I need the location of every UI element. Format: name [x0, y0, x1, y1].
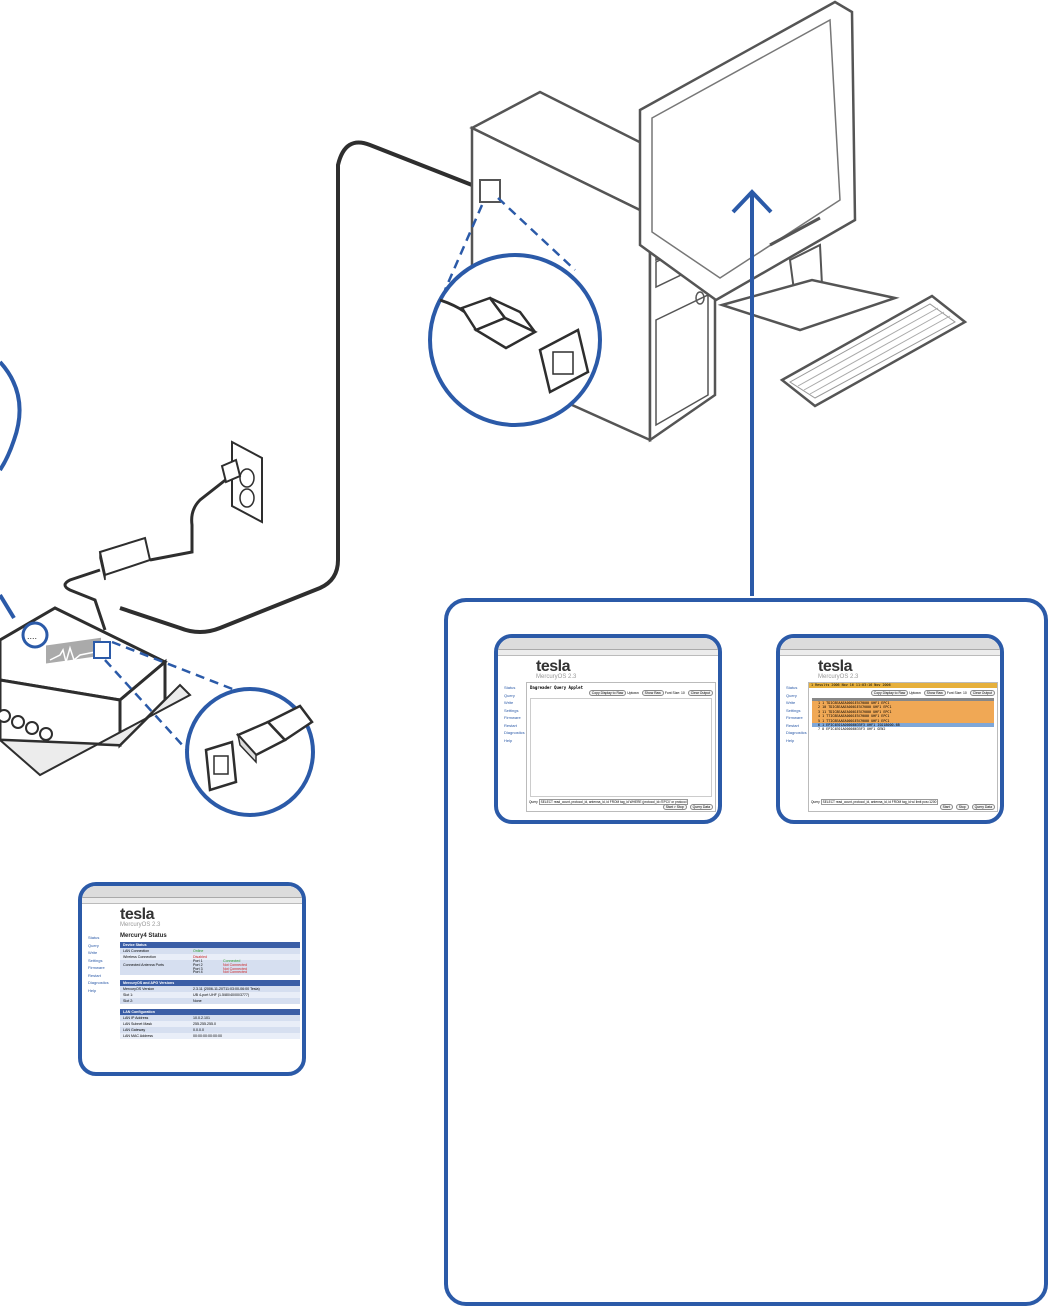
nav-diagnostics[interactable]: Diagnostics — [88, 980, 109, 985]
nav-query[interactable]: Query — [504, 692, 515, 698]
table-row: 6 1 EPIC4E01A00008635F3 UHF1 ISO18000-6B — [812, 723, 994, 728]
nav-menu: Status Query Write Settings Firmware Res… — [88, 934, 109, 994]
power-cable-2 — [63, 568, 107, 631]
show-raw-button[interactable]: Show Raw — [923, 690, 946, 696]
clear-output-button[interactable]: Clear Output — [969, 690, 995, 696]
nav-firmware[interactable]: Firmware — [786, 715, 803, 720]
section-header: MercuryOS and APG Versions — [120, 980, 300, 987]
nav-firmware[interactable]: Firmware — [504, 715, 521, 720]
font-size-select[interactable]: Font Size: 10 — [664, 691, 685, 695]
table-row: 7 8 EPIC4E01A00008635F3 UHF1 GEN2 — [818, 727, 886, 732]
nav-help[interactable]: Help — [786, 737, 795, 743]
nav-help[interactable]: Help — [88, 987, 97, 993]
applet-toolbar: Copy Display to Raw Uptown Show Raw Font… — [587, 690, 713, 696]
nav-settings[interactable]: Settings — [88, 957, 103, 963]
nav-write[interactable]: Write — [504, 700, 514, 705]
browser-bookmarks — [498, 650, 718, 656]
stop-button[interactable]: Stop — [955, 804, 969, 810]
uptown-checkbox[interactable]: Uptown — [627, 691, 639, 695]
query-row: Query SELECT read_count, protocol_id, an… — [811, 799, 939, 805]
query-results-screenshot: tesla MercuryOS 2.3 Status Query Write S… — [776, 634, 1004, 824]
arrow-to-device — [0, 593, 16, 620]
power-outlet-icon — [220, 440, 263, 524]
ethernet-plug-icon — [235, 704, 314, 764]
query-input[interactable]: SELECT read_count, protocol_id, antenna_… — [820, 799, 939, 805]
nav-restart[interactable]: Restart — [88, 972, 101, 978]
font-size-select[interactable]: Font Size: 10 — [946, 691, 967, 695]
table-row: 1 1 TDIC8EAAEA0001E5C9000 UHF1 EPC1 — [812, 701, 994, 706]
table-row: 2 10 TDIC8EAAEA0001E5C9000 UHF1 EPC1 — [812, 705, 994, 710]
nav-help[interactable]: Help — [504, 737, 513, 743]
applet-toolbar: Copy Display to Raw Uptown Show Raw Font… — [869, 690, 995, 696]
section-header: LAN Configuration — [120, 1009, 300, 1016]
applet-heading: Dagreader Query Applet — [530, 685, 583, 690]
browser-toolbar — [780, 638, 1000, 650]
show-raw-button[interactable]: Show Raw — [641, 690, 664, 696]
output-area: Dagreader Query Applet Copy Display to R… — [526, 682, 716, 812]
nav-restart[interactable]: Restart — [786, 722, 799, 728]
table-row: 4 1 TTIC8EAAEA0001E5C9000 UHF1 EPC1 — [812, 714, 994, 719]
query-data-button[interactable]: Query Data — [689, 804, 713, 810]
ethernet-jack-icon — [538, 328, 590, 394]
tesla-logo: tesla MercuryOS 2.3 — [818, 658, 859, 681]
monitor-icon — [638, 0, 900, 332]
nav-status[interactable]: Status — [504, 685, 516, 690]
output-area: 1 Results 2006 Nov 16 11:03:16 Nov 2006 … — [808, 682, 998, 812]
ethernet-cable — [119, 140, 473, 634]
query-data-button[interactable]: Query Data — [971, 804, 995, 810]
copy-display-button[interactable]: Copy Display to Raw — [870, 690, 909, 696]
nav-query[interactable]: Query — [786, 692, 797, 698]
start-button[interactable]: Start — [939, 804, 953, 810]
browser-toolbar — [498, 638, 718, 650]
zoom-circle-fragment — [0, 360, 22, 472]
query-input[interactable]: SELECT read_count, protocol_id, antenna_… — [538, 799, 689, 805]
nav-query[interactable]: Query — [88, 942, 99, 948]
table-row: 5 1 TTIC8EAAEA0001E5C9000 UHF1 EPC1 — [812, 718, 994, 724]
nav-menu: Status Query Write Settings Firmware Res… — [786, 684, 807, 744]
query-row: Query SELECT read_count, protocol_id, an… — [529, 799, 689, 805]
device-port-zoom — [185, 687, 315, 817]
svg-text:....: .... — [27, 631, 37, 641]
nav-write[interactable]: Write — [88, 950, 98, 955]
section-header: Device Status — [120, 942, 300, 948]
tesla-logo: tesla MercuryOS 2.3 — [120, 906, 161, 929]
start-stop-button[interactable]: Start > Stop — [662, 804, 687, 810]
browser-bookmarks — [82, 898, 302, 904]
nav-status[interactable]: Status — [88, 935, 100, 940]
browser-bookmarks — [780, 650, 1000, 656]
wireless-signal-icon — [49, 645, 96, 665]
nav-restart[interactable]: Restart — [504, 722, 517, 728]
tesla-logo: tesla MercuryOS 2.3 — [536, 658, 577, 681]
nav-status[interactable]: Status — [786, 685, 798, 690]
keyboard-icon — [779, 294, 968, 408]
rfid-reader-device: .... — [0, 606, 192, 777]
results-table: 1 1 TDIC8EAAEA0001E5C9000 UHF1 EPC1 2 10… — [812, 698, 994, 732]
computer-port-zoom — [428, 253, 602, 427]
nav-diagnostics[interactable]: Diagnostics — [504, 730, 525, 735]
power-adapter-icon — [98, 536, 152, 581]
clear-output-button[interactable]: Clear Output — [687, 690, 713, 696]
query-empty-screenshot: tesla MercuryOS 2.3 Status Query Write S… — [494, 634, 722, 824]
results-banner: 1 Results 2006 Nov 16 11:03:16 Nov 2006 — [809, 683, 997, 688]
nav-settings[interactable]: Settings — [504, 707, 519, 713]
nav-firmware[interactable]: Firmware — [88, 965, 105, 970]
nav-write[interactable]: Write — [786, 700, 796, 705]
nav-settings[interactable]: Settings — [786, 707, 801, 713]
nav-menu: Status Query Write Settings Firmware Res… — [504, 684, 525, 744]
copy-display-button[interactable]: Copy Display to Raw — [588, 690, 627, 696]
table-row: 3 11 TDIC8EAAEA0001E5C9000 UHF1 EPC1 — [812, 709, 994, 715]
power-cable — [149, 476, 229, 562]
status-screenshot: tesla MercuryOS 2.3 Status Query Write S… — [78, 882, 306, 1076]
page-title: Mercury4 Status — [120, 933, 167, 939]
ethernet-jack-icon — [204, 740, 238, 792]
ethernet-plug-icon — [439, 296, 538, 350]
uptown-checkbox[interactable]: Uptown — [909, 691, 921, 695]
nav-diagnostics[interactable]: Diagnostics — [786, 730, 807, 735]
browser-toolbar — [82, 886, 302, 898]
